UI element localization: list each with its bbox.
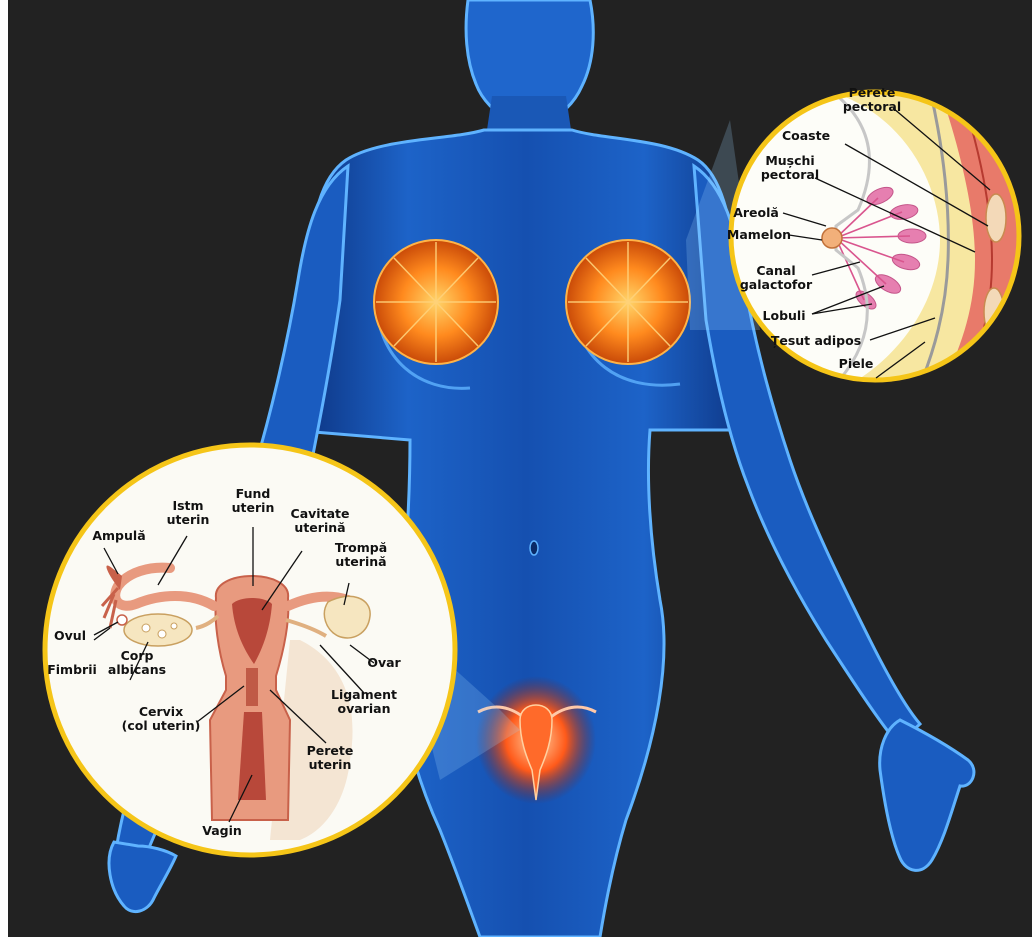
label-fund-uterin-1: Fund — [236, 486, 271, 501]
label-muschi-pectoral-2: pectoral — [761, 167, 819, 182]
label-muschi-pectoral-1: Mușchi — [765, 153, 814, 168]
label-trompa-uterina-1: Trompă — [335, 540, 387, 555]
label-canal-galactofor-2: galactofor — [740, 277, 813, 292]
label-trompa-uterina-2: uterină — [335, 554, 386, 569]
label-cervix-2: (col uterin) — [122, 718, 201, 733]
label-ovul: Ovul — [54, 628, 86, 643]
left-hand — [109, 842, 176, 912]
left-mammary-gland — [374, 240, 498, 364]
label-cavitate-uterina-1: Cavitate — [291, 506, 350, 521]
label-vagin: Vagin — [202, 823, 242, 838]
label-corp-albicans-1: Corp — [121, 648, 154, 663]
label-perete-pectoral-1: Perete — [849, 85, 896, 100]
label-istm-uterin-2: uterin — [167, 512, 210, 527]
label-perete-uterin-1: Perete — [307, 743, 354, 758]
label-tesut-adipos: Țesut adipos — [771, 333, 861, 348]
right-hand — [880, 720, 974, 870]
label-istm-uterin-1: Istm — [172, 498, 203, 513]
label-canal-galactofor-1: Canal — [756, 263, 795, 278]
label-piele: Piele — [839, 356, 874, 371]
label-areola: Areolă — [733, 205, 779, 220]
label-corp-albicans-2: albicans — [108, 662, 166, 677]
label-perete-uterin-2: uterin — [309, 757, 352, 772]
label-ovar: Ovar — [367, 655, 401, 670]
label-ampula: Ampulă — [92, 528, 145, 543]
label-perete-pectoral-2: pectoral — [843, 99, 901, 114]
label-mamelon: Mamelon — [727, 227, 791, 242]
label-fund-uterin-2: uterin — [232, 500, 275, 515]
navel — [530, 541, 538, 555]
left-white-frame — [0, 0, 8, 937]
label-fimbrii: Fimbrii — [47, 662, 97, 677]
label-cervix-1: Cervix — [139, 704, 183, 719]
label-ligament-ovarian-1: Ligament — [331, 687, 397, 702]
right-mammary-gland — [566, 240, 690, 364]
label-cavitate-uterina-2: uterină — [294, 520, 345, 535]
label-ligament-ovarian-2: ovarian — [338, 701, 391, 716]
label-coaste: Coaste — [782, 128, 830, 143]
label-lobuli: Lobuli — [763, 308, 806, 323]
